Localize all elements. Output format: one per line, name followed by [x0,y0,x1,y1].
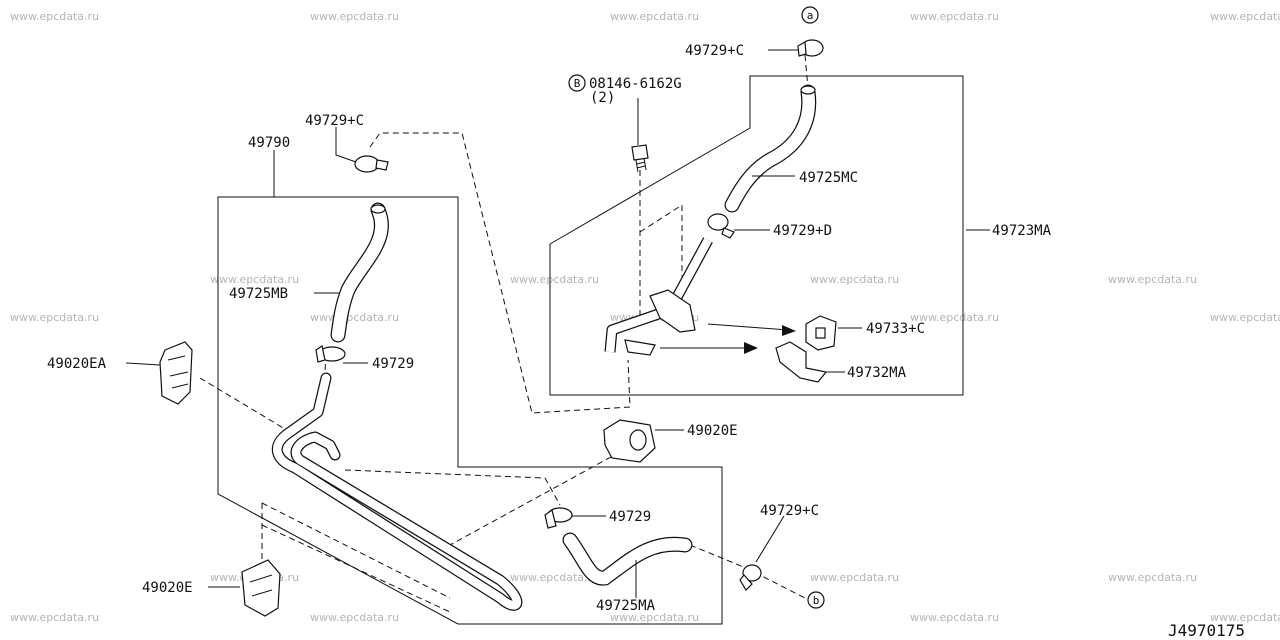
dashed-connection-lines [199,54,809,613]
connector-b-label: b [813,594,820,607]
hose-49725MA[interactable] [562,532,693,586]
label-bracket-ma[interactable]: 49732MA [847,365,907,381]
label-hose-ma[interactable]: 49725MA [596,598,656,614]
label-bracket-e-left[interactable]: 49020E [142,580,193,596]
watermark: www.epcdata.ru [910,611,999,624]
watermark: www.epcdata.ru [610,10,699,23]
label-assembly-right[interactable]: 49723MA [992,223,1052,239]
bracket-49020EA[interactable] [159,341,193,405]
watermark: www.epcdata.ru [1210,611,1280,624]
watermark: www.epcdata.ru [10,611,99,624]
clamp-49729-C-left[interactable] [354,155,389,173]
watermark: www.epcdata.ru [1108,273,1197,286]
clamp-49729-mid[interactable] [315,345,346,363]
watermark: www.epcdata.ru [310,311,399,324]
clip-49733-C[interactable] [805,315,837,351]
bracket-49020E-left[interactable] [241,559,281,617]
label-clamp-c-right[interactable]: 49729+C [760,503,819,519]
watermark: www.epcdata.ru [1108,571,1197,584]
clamp-49729-C-top[interactable] [797,39,824,57]
connector-a: a [801,6,819,24]
watermarks: www.epcdata.ru www.epcdata.ru www.epcdat… [10,10,1280,624]
watermark: www.epcdata.ru [310,10,399,23]
watermark: www.epcdata.ru [910,311,999,324]
watermark: www.epcdata.ru [510,571,599,584]
watermark: www.epcdata.ru [510,273,599,286]
assembly-right-frame [549,75,964,396]
pipe-bracket [649,289,696,333]
watermark: www.epcdata.ru [10,10,99,23]
watermark: www.epcdata.ru [810,273,899,286]
watermark: www.epcdata.ru [910,10,999,23]
bracket-49020E-right[interactable] [603,419,656,463]
label-clamp-c-left[interactable]: 49729+C [305,113,364,129]
clamp-49729-low[interactable] [544,507,573,529]
assembly-left-frame [217,196,723,625]
bolt-marker-circle [568,74,586,92]
label-bracket-e-right[interactable]: 49020E [687,423,738,439]
label-clamp-mid[interactable]: 49729 [372,356,414,372]
part-labels: 49729+C 08146-6162G (2) 49729+C 49790 49… [47,43,1052,614]
clamp-49729-C-right[interactable] [739,564,762,591]
label-bolt-qty: (2) [590,90,615,106]
label-hose-mc[interactable]: 49725MC [799,170,858,186]
hose-49725MC[interactable] [724,84,817,213]
leader-lines [125,49,990,598]
cooler-tube[interactable] [272,372,523,611]
watermark: www.epcdata.ru [1210,311,1280,324]
hose-49725MB[interactable] [330,202,389,343]
arrows [660,323,796,354]
label-clamp-low[interactable]: 49729 [609,509,651,525]
label-clamp-c-top[interactable]: 49729+C [685,43,744,59]
bolt-08146-6162G[interactable] [631,144,649,173]
watermark: www.epcdata.ru [1210,10,1280,23]
label-clamp-d[interactable]: 49729+D [773,223,832,239]
watermark: www.epcdata.ru [810,571,899,584]
label-clip-c[interactable]: 49733+C [866,321,925,337]
pipe-49723MA[interactable] [604,237,713,356]
bolt-marker: B [574,77,581,90]
diagram-id: J4970175 [1168,621,1245,640]
clamp-49729-D[interactable] [707,213,735,239]
watermark: www.epcdata.ru [10,311,99,324]
pipe-bracket-foot [624,339,656,356]
label-hose-mb[interactable]: 49725MB [229,286,288,302]
label-bolt-code[interactable]: 08146-6162G [589,76,682,92]
connector-a-label: a [807,9,814,22]
label-assembly-left[interactable]: 49790 [248,135,290,151]
watermark: www.epcdata.ru [210,273,299,286]
watermark: www.epcdata.ru [310,611,399,624]
label-bracket-ea[interactable]: 49020EA [47,356,107,372]
connector-b: b [807,591,825,609]
watermark: www.epcdata.ru [610,611,699,624]
